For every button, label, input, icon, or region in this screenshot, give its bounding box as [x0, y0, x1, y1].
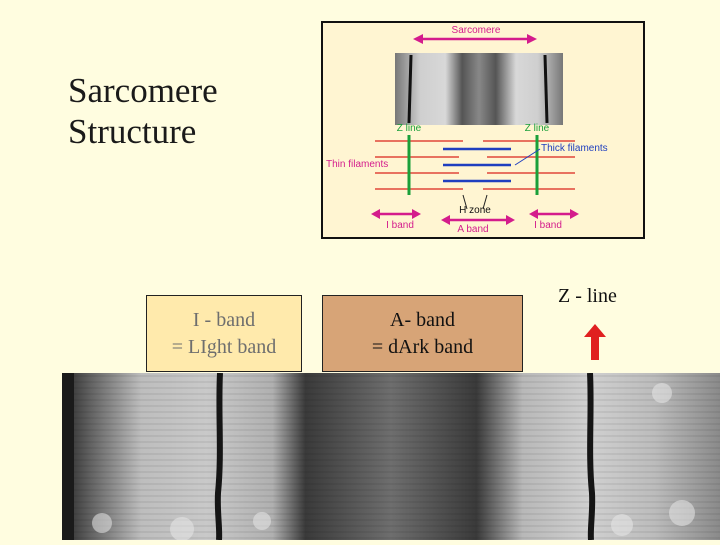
micrograph-z-line-right — [545, 55, 547, 123]
thin-filaments-label: Thin filaments — [326, 159, 388, 170]
micrograph-z-line-right — [590, 373, 592, 540]
z-line-left-label: Z line — [397, 123, 422, 134]
sarcomere-diagram: Sarcomere Z line Z line Thick filaments — [321, 21, 645, 239]
a-band-box-line-2: = dArk band — [372, 334, 473, 361]
title-line-2: Structure — [68, 111, 218, 152]
a-band-arrow-head-b — [506, 215, 515, 225]
sarcomere-arrow-right-head — [527, 34, 537, 44]
a-band-arrow-head-a — [441, 215, 450, 225]
micrograph-strip — [395, 53, 563, 125]
micrograph-svg — [62, 373, 720, 540]
z-line-right-label: Z line — [525, 123, 550, 134]
a-band-box: A- band = dArk band — [322, 295, 523, 372]
micrograph-left-edge — [62, 373, 74, 540]
sarcomere-label: Sarcomere — [452, 25, 501, 36]
i-band-box-line-2: = LIght band — [172, 334, 277, 361]
i-band-box: I - band = LIght band — [146, 295, 302, 372]
thick-filaments — [443, 149, 511, 181]
micrograph — [62, 373, 720, 540]
micrograph-z-line-left — [409, 55, 411, 123]
title-line-1: Sarcomere — [68, 70, 218, 111]
z-line-label: Z - line — [558, 285, 617, 308]
thick-filaments-label: Thick filaments — [541, 143, 608, 154]
a-band-label: A band — [457, 224, 488, 235]
sarcomere-diagram-svg: Sarcomere Z line Z line Thick filaments — [323, 23, 643, 237]
h-zone-label: H zone — [459, 205, 491, 216]
i-band-box-line-1: I - band — [193, 307, 255, 334]
up-arrow-icon — [584, 324, 606, 360]
i-band-left-arrow-head-b — [412, 209, 421, 219]
sarcomere-arrow-left-head — [413, 34, 423, 44]
i-band-right-label: I band — [534, 220, 562, 231]
micrograph-z-line-left — [218, 373, 220, 540]
i-band-right-arrow-head-a — [529, 209, 538, 219]
i-band-left-label: I band — [386, 220, 414, 231]
slide-title: Sarcomere Structure — [68, 70, 218, 152]
a-band-box-line-1: A- band — [390, 307, 455, 334]
i-band-left-arrow-head-a — [371, 209, 380, 219]
i-band-right-arrow-head-b — [570, 209, 579, 219]
